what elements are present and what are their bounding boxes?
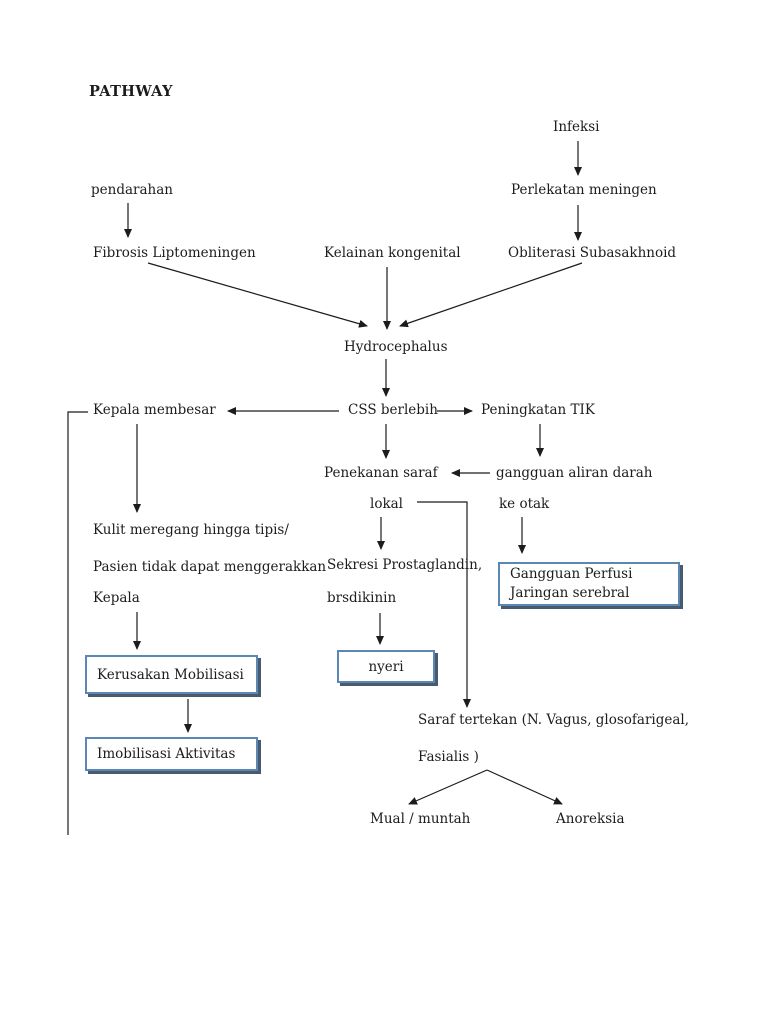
node-kulit-line3: Kepala (93, 590, 140, 606)
page-title: PATHWAY (89, 83, 173, 100)
box-gangguan-perfusi-label: Gangguan Perfusi Jaringan serebral (510, 565, 632, 603)
box-nyeri-label: nyeri (368, 658, 404, 675)
node-sekresi-line2: brsdikinin (327, 590, 397, 606)
node-fibrosis-liptomeningen: Fibrosis Liptomeningen (93, 245, 256, 261)
node-infeksi: Infeksi (553, 119, 600, 135)
node-sekresi-line1: Sekresi Prostaglandin, (327, 557, 483, 573)
node-hydrocephalus: Hydrocephalus (344, 339, 448, 355)
node-kulit-line2: Pasien tidak dapat menggerakkan (93, 559, 327, 575)
node-saraf-tertekan-line2: Fasialis ) (418, 749, 479, 765)
node-kelainan-kongenital: Kelainan kongenital (324, 245, 461, 261)
box-gangguan-perfusi: Gangguan Perfusi Jaringan serebral (498, 562, 680, 606)
node-peningkatan-tik: Peningkatan TIK (481, 402, 595, 418)
node-gangguan-aliran-line1: gangguan aliran darah (496, 465, 653, 481)
box-gangguan-perfusi-line1: Gangguan Perfusi (510, 566, 633, 582)
node-pendarahan: pendarahan (91, 182, 173, 198)
bracket-kepala-membesar-feedback-line (67, 411, 88, 835)
box-kerusakan-mobilisasi-label: Kerusakan Mobilisasi (97, 666, 244, 683)
node-saraf-tertekan-line1: Saraf tertekan (N. Vagus, glosofarigeal, (418, 712, 690, 728)
arrow-saraf-to-mual (408, 769, 488, 805)
node-perlekatan-meningen: Perlekatan meningen (511, 182, 657, 198)
arrow-saraf-to-anoreksia (486, 769, 563, 805)
node-kulit-line1: Kulit meregang hingga tipis/ (93, 522, 289, 538)
node-anoreksia: Anoreksia (556, 811, 625, 827)
node-obliterasi-subasakhnoid: Obliterasi Subasakhnoid (508, 245, 677, 261)
box-gangguan-perfusi-line2: Jaringan serebral (510, 585, 630, 601)
arrow-obliterasi-to-hydrocephalus (399, 262, 583, 328)
node-mual-muntah: Mual / muntah (370, 811, 471, 827)
box-nyeri: nyeri (337, 650, 435, 683)
node-css-berlebih: CSS berlebih (348, 402, 438, 418)
node-penekanan-saraf-line2: lokal (370, 496, 403, 512)
arrow-lokal-to-saraf-tertekan (417, 501, 471, 708)
arrow-fibrosis-to-hydrocephalus (147, 262, 368, 328)
box-kerusakan-mobilisasi: Kerusakan Mobilisasi (85, 655, 258, 694)
box-imobilisasi-aktivitas-label: Imobilisasi Aktivitas (97, 746, 236, 762)
node-gangguan-aliran-line2: ke otak (499, 496, 550, 512)
box-imobilisasi-aktivitas: Imobilisasi Aktivitas (85, 737, 258, 771)
node-penekanan-saraf-line1: Penekanan saraf (324, 465, 438, 481)
node-kepala-membesar: Kepala membesar (93, 402, 216, 418)
